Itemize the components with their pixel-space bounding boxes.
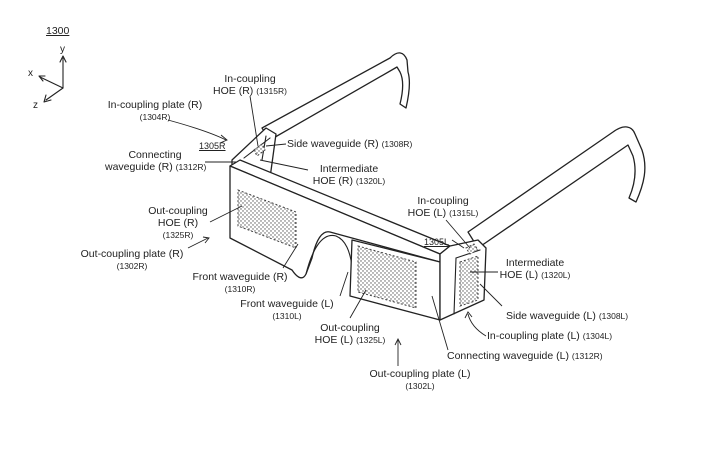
label-out-coupling-hoe-right: Out-coupling HOE (R) (1325R) bbox=[143, 205, 213, 241]
label-intermediate-hoe-right: Intermediate HOE (R) (1320L) bbox=[304, 163, 394, 187]
label-side-waveguide-right-line1: Side waveguide (R) bbox=[287, 138, 379, 150]
label-intermediate-hoe-right-line2: HOE (R) bbox=[312, 175, 353, 187]
label-plate-ref-right: 1305R bbox=[199, 141, 226, 151]
axis-x-label: x bbox=[28, 68, 33, 79]
label-connecting-waveguide-right-line2: waveguide (R) bbox=[105, 161, 173, 173]
label-out-coupling-hoe-left-ref: (1325L) bbox=[356, 335, 386, 345]
label-out-coupling-plate-left-line1: Out-coupling plate (L) bbox=[369, 368, 471, 380]
label-out-coupling-plate-left-ref: (1302L) bbox=[405, 381, 435, 391]
label-front-waveguide-right-ref: (1310R) bbox=[224, 284, 256, 294]
axis-y-label: y bbox=[60, 44, 65, 55]
label-front-waveguide-left-line1: Front waveguide (L) bbox=[240, 298, 334, 310]
label-in-coupling-hoe-left-line1: In-coupling bbox=[417, 195, 469, 207]
axes-icon bbox=[38, 55, 67, 103]
label-intermediate-hoe-left-ref: (1320L) bbox=[541, 270, 571, 280]
label-in-coupling-hoe-left-line2: HOE (L) bbox=[407, 207, 447, 219]
out-coupling-hoe-left bbox=[357, 245, 417, 309]
label-in-coupling-plate-left: In-coupling plate (L) (1304L) bbox=[487, 330, 612, 342]
figure-number: 1300 bbox=[46, 25, 70, 37]
label-in-coupling-hoe-left: In-coupling HOE (L) (1315L) bbox=[398, 195, 488, 219]
label-out-coupling-plate-left: Out-coupling plate (L) (1302L) bbox=[360, 368, 480, 392]
label-out-coupling-hoe-left: Out-coupling HOE (L) (1325L) bbox=[305, 322, 395, 346]
label-front-waveguide-left-ref: (1310L) bbox=[272, 311, 302, 321]
label-in-coupling-plate-left-ref: (1304L) bbox=[582, 331, 613, 341]
label-side-waveguide-left-ref: (1308L) bbox=[598, 311, 629, 321]
label-in-coupling-hoe-right: In-coupling HOE (R) (1315R) bbox=[205, 73, 295, 97]
leader-lines bbox=[167, 95, 503, 366]
out-coupling-hoe-right bbox=[237, 189, 297, 249]
label-intermediate-hoe-right-line1: Intermediate bbox=[319, 163, 379, 175]
label-front-waveguide-right: Front waveguide (R) (1310R) bbox=[185, 271, 295, 295]
label-connecting-waveguide-left-line1: Connecting waveguide (L) bbox=[447, 350, 569, 362]
label-in-coupling-hoe-right-line2: HOE (R) bbox=[213, 85, 254, 97]
label-plate-ref-left: 1305L bbox=[424, 237, 450, 247]
label-front-waveguide-left: Front waveguide (L) (1310L) bbox=[232, 298, 342, 322]
label-connecting-waveguide-right: Connecting waveguide (R) (1312R) bbox=[105, 149, 207, 173]
label-out-coupling-hoe-left-line2: HOE (L) bbox=[314, 334, 354, 346]
label-intermediate-hoe-left-line2: HOE (L) bbox=[499, 269, 539, 281]
label-connecting-waveguide-left-ref: (1312R) bbox=[571, 351, 603, 361]
label-in-coupling-plate-left-line1: In-coupling plate (L) bbox=[487, 330, 580, 342]
axis-z-label: z bbox=[33, 100, 38, 111]
temple-arm-right bbox=[261, 52, 411, 141]
label-intermediate-hoe-left: Intermediate HOE (L) (1320L) bbox=[490, 257, 580, 281]
label-out-coupling-hoe-right-ref: (1325R) bbox=[162, 230, 194, 240]
label-side-waveguide-right-ref: (1308R) bbox=[381, 139, 413, 149]
label-in-coupling-hoe-left-ref: (1315L) bbox=[449, 208, 479, 218]
label-intermediate-hoe-left-line1: Intermediate bbox=[505, 257, 565, 269]
label-in-coupling-plate-right-ref: (1304R) bbox=[139, 112, 171, 122]
label-out-coupling-hoe-right-line1: Out-coupling bbox=[148, 205, 208, 217]
intermediate-hoe-left bbox=[459, 255, 479, 307]
label-in-coupling-plate-right: In-coupling plate (R) (1304R) bbox=[95, 99, 215, 123]
label-out-coupling-plate-right-line1: Out-coupling plate (R) bbox=[80, 248, 184, 260]
label-connecting-waveguide-right-line1: Connecting bbox=[128, 149, 182, 161]
label-side-waveguide-right: Side waveguide (R) (1308R) bbox=[287, 138, 412, 150]
label-front-waveguide-right-line1: Front waveguide (R) bbox=[192, 271, 288, 283]
label-intermediate-hoe-right-ref: (1320L) bbox=[355, 176, 386, 186]
label-connecting-waveguide-left: Connecting waveguide (L) (1312R) bbox=[447, 350, 603, 362]
label-out-coupling-plate-right: Out-coupling plate (R) (1302R) bbox=[72, 248, 192, 272]
label-out-coupling-hoe-right-line2: HOE (R) bbox=[157, 217, 199, 229]
label-out-coupling-hoe-left-line1: Out-coupling bbox=[320, 322, 380, 334]
label-in-coupling-hoe-right-ref: (1315R) bbox=[256, 86, 287, 96]
label-in-coupling-plate-right-line1: In-coupling plate (R) bbox=[107, 99, 203, 111]
label-side-waveguide-left: Side waveguide (L) (1308L) bbox=[506, 310, 628, 322]
label-in-coupling-hoe-right-line1: In-coupling bbox=[224, 73, 276, 85]
label-side-waveguide-left-line1: Side waveguide (L) bbox=[506, 310, 596, 322]
temple-arm-left bbox=[467, 126, 646, 249]
label-out-coupling-plate-right-ref: (1302R) bbox=[116, 261, 148, 271]
label-connecting-waveguide-right-ref: (1312R) bbox=[175, 162, 207, 172]
